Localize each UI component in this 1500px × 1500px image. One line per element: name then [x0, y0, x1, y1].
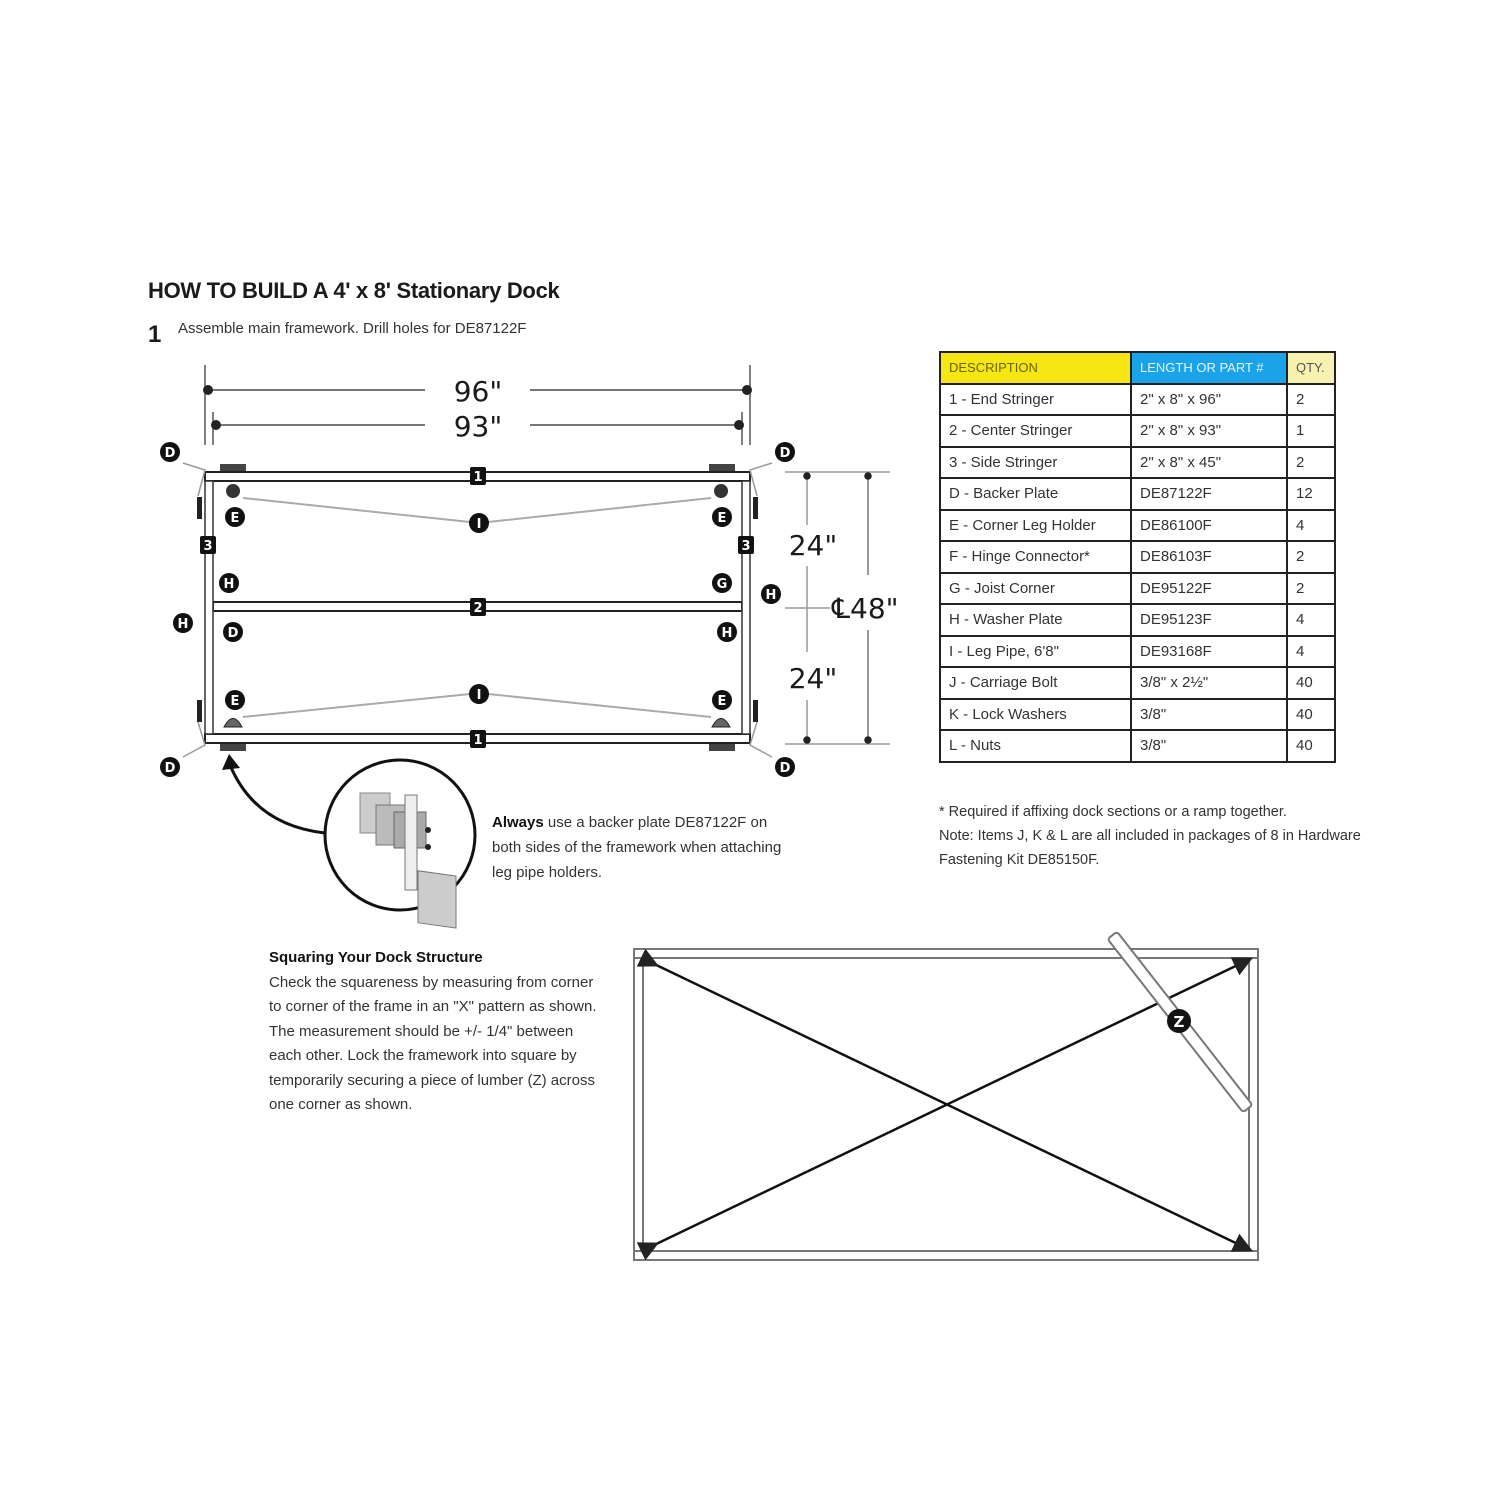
cell-description: E - Corner Leg Holder — [939, 508, 1132, 542]
label-leg-holder-br: E — [718, 694, 727, 709]
cell-description: 2 - Center Stringer — [939, 414, 1132, 448]
cell-part: 2" x 8" x 93" — [1130, 414, 1288, 448]
cell-qty: 40 — [1286, 666, 1336, 700]
label-backer-plate-tl: D — [165, 446, 176, 461]
stringer-labels: 1 2 1 3 3 — [200, 467, 754, 748]
cell-qty: 2 — [1286, 382, 1336, 416]
label-backer-plate-tr: D — [780, 446, 791, 461]
cell-qty: 2 — [1286, 445, 1336, 479]
cell-part: 3/8" x 2½" — [1130, 666, 1288, 700]
cell-qty: 40 — [1286, 697, 1336, 731]
cell-description: D - Backer Plate — [939, 477, 1132, 511]
parts-table: DESCRIPTION LENGTH or PART # QTY. 1 - En… — [939, 351, 1336, 763]
cell-part: 2" x 8" x 45" — [1130, 445, 1288, 479]
cell-part: DE93168F — [1130, 634, 1288, 668]
label-washer-plate-2: H — [178, 617, 189, 632]
cell-description: F - Hinge Connector* — [939, 540, 1132, 574]
hardware-labels: D D D D D E E E E I I H H H H G — [160, 442, 795, 777]
cell-part: DE95122F — [1130, 571, 1288, 605]
label-leg-holder-tr: E — [718, 511, 727, 526]
squaring-heading: Squaring Your Dock Structure — [269, 949, 483, 966]
backer-plate-callout — [222, 754, 477, 929]
cell-qty: 40 — [1286, 729, 1336, 763]
cell-description: K - Lock Washers — [939, 697, 1132, 731]
cell-part: 3/8" — [1130, 729, 1288, 763]
depth-bottom-half-label: 24" — [789, 662, 838, 695]
cell-description: I - Leg Pipe, 6'8" — [939, 634, 1132, 668]
cell-qty: 12 — [1286, 477, 1336, 511]
label-side-stringer-right: 3 — [741, 539, 750, 554]
label-leg-pipe-bottom: I — [477, 688, 482, 703]
page-title: HOW TO BUILD A 4' x 8' Stationary Dock — [148, 278, 560, 303]
cell-qty: 2 — [1286, 571, 1336, 605]
label-end-stringer-bottom: 1 — [473, 733, 482, 748]
width-dimensions: 96" 93" — [203, 365, 752, 445]
label-washer-plate-1: H — [224, 577, 235, 592]
header-description: DESCRIPTION — [939, 351, 1132, 385]
callout-emphasis: Always — [492, 814, 544, 831]
cell-part: 3/8" — [1130, 697, 1288, 731]
cell-qty: 4 — [1286, 508, 1336, 542]
label-side-stringer-left: 3 — [203, 539, 212, 554]
outer-width-label: 96" — [454, 375, 503, 408]
callout-body: use a backer plate DE87122F on both side… — [492, 814, 782, 881]
cell-description: J - Carriage Bolt — [939, 666, 1132, 700]
header-qty: QTY. — [1286, 351, 1336, 385]
label-center-stringer: 2 — [473, 601, 482, 616]
squaring-instructions: Squaring Your Dock Structure Check the s… — [269, 946, 609, 1118]
cell-part: 2" x 8" x 96" — [1130, 382, 1288, 416]
label-leg-holder-tl: E — [231, 511, 240, 526]
footnote: * Required if affixing dock sections or … — [939, 804, 1287, 820]
total-depth-label: 48" — [850, 592, 899, 625]
label-joist-corner: G — [717, 577, 728, 592]
cell-description: L - Nuts — [939, 729, 1132, 763]
cell-description: 1 - End Stringer — [939, 382, 1132, 416]
header-length-part: LENGTH or PART # — [1130, 351, 1288, 385]
table-notes: * Required if affixing dock sections or … — [939, 800, 1369, 872]
cell-part: DE95123F — [1130, 603, 1288, 637]
cell-description: 3 - Side Stringer — [939, 445, 1132, 479]
label-backer-plate-br: D — [780, 761, 791, 776]
label-lumber-brace: Z — [1174, 1013, 1185, 1031]
cell-qty: 4 — [1286, 634, 1336, 668]
cell-qty: 4 — [1286, 603, 1336, 637]
label-end-stringer-top: 1 — [473, 470, 482, 485]
cell-qty: 2 — [1286, 540, 1336, 574]
cell-qty: 1 — [1286, 414, 1336, 448]
kit-note: Note: Items J, K & L are all included in… — [939, 828, 1361, 868]
squaring-diagram: Z — [633, 931, 1259, 1261]
depth-dimensions: 24" 24" ℄ 48" — [785, 471, 899, 745]
squaring-body: Check the squareness by measuring from c… — [269, 973, 597, 1114]
table-header-row: DESCRIPTION LENGTH or PART # QTY. — [939, 351, 1336, 385]
centerline-symbol: ℄ — [831, 592, 850, 625]
label-backer-plate-mid: D — [228, 626, 239, 641]
label-leg-pipe-top: I — [477, 517, 482, 532]
step-instruction: Assemble main framework. Drill holes for… — [178, 320, 527, 337]
cell-description: G - Joist Corner — [939, 571, 1132, 605]
callout-description: Always use a backer plate DE87122F on bo… — [492, 810, 792, 885]
label-washer-plate-4: H — [722, 626, 733, 641]
label-washer-plate-3: H — [766, 588, 777, 603]
inner-width-label: 93" — [454, 410, 503, 443]
cell-part: DE87122F — [1130, 477, 1288, 511]
cell-part: DE86103F — [1130, 540, 1288, 574]
label-leg-holder-bl: E — [231, 694, 240, 709]
depth-top-half-label: 24" — [789, 529, 838, 562]
label-backer-plate-bl: D — [165, 761, 176, 776]
cell-description: H - Washer Plate — [939, 603, 1132, 637]
cell-part: DE86100F — [1130, 508, 1288, 542]
step-number: 1 — [148, 321, 162, 348]
